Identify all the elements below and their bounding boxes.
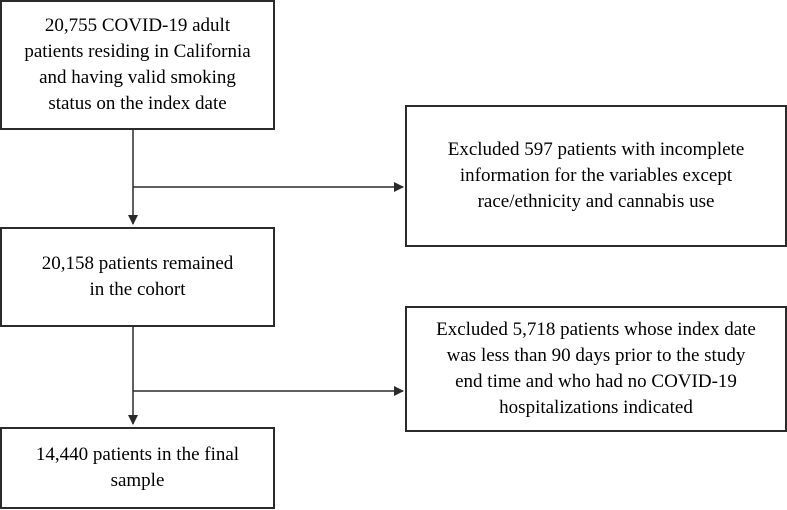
final-sample-box: 14,440 patients in the final sample — [0, 427, 275, 509]
exclusion-1-line-1: Excluded 597 patients with incomplete — [447, 139, 745, 160]
exclusion-box-1: Excluded 597 patients with incomplete in… — [405, 105, 787, 247]
start-box-line-2: patients residing in California — [24, 41, 251, 62]
start-box-line-4: status on the index date — [48, 93, 227, 114]
start-cohort-box: 20,755 COVID-19 adult patients residing … — [0, 0, 275, 130]
exclusion-2-line-2: was less than 90 days prior to the study — [446, 345, 746, 366]
remaining-cohort-box: 20,158 patients remained in the cohort — [0, 227, 275, 327]
remaining-box-line-1: 20,158 patients remained — [41, 253, 234, 274]
final-box-line-1: 14,440 patients in the final — [35, 444, 240, 465]
exclusion-2-line-3: end time and who had no COVID-19 — [455, 371, 737, 392]
start-box-line-1: 20,755 COVID-19 adult — [44, 15, 231, 36]
start-box-line-3: and having valid smoking — [39, 67, 236, 88]
exclusion-2-line-4: hospitalizations indicated — [499, 397, 693, 418]
exclusion-box-2: Excluded 5,718 patients whose index date… — [405, 306, 787, 432]
final-box-line-2: sample — [110, 470, 165, 491]
exclusion-1-line-2: information for the variables except — [459, 165, 733, 186]
remaining-box-line-2: in the cohort — [89, 279, 186, 300]
exclusion-1-line-3: race/ethnicity and cannabis use — [477, 191, 715, 212]
exclusion-2-line-1: Excluded 5,718 patients whose index date — [436, 319, 756, 340]
